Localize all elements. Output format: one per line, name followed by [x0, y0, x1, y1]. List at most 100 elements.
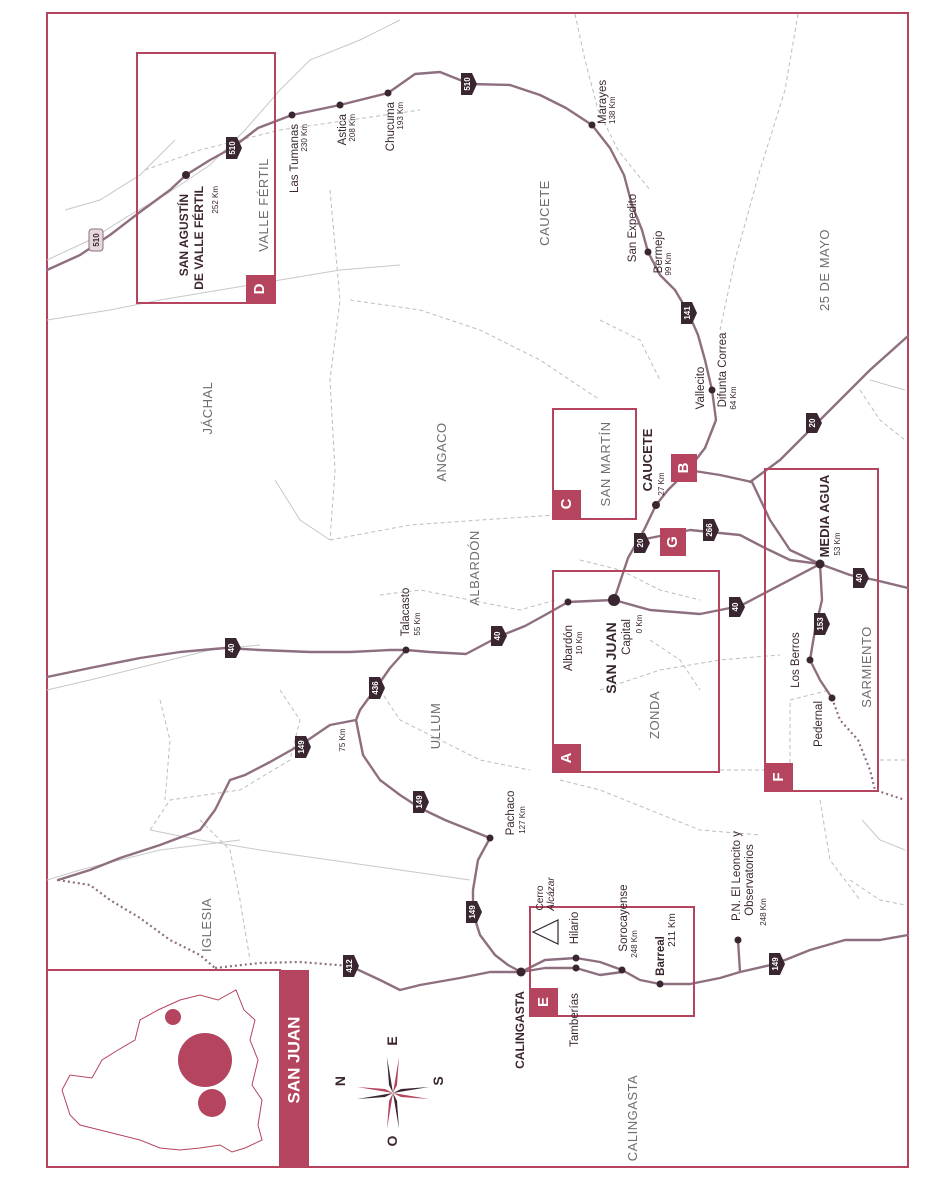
label-capital-km: 0 Km	[635, 614, 644, 633]
shield-510-a: 510	[226, 137, 242, 159]
zone-letter-d: D	[251, 283, 268, 294]
department-sarmiento: SARMIENTO	[859, 626, 874, 708]
svg-text:412: 412	[345, 959, 354, 973]
label-talacasto-km: 55 Km	[413, 612, 422, 635]
label-san-agustin-2: DE VALLE FÉRTIL	[191, 186, 206, 290]
label-caucete-km: 27 Km	[657, 472, 666, 495]
dot-talacasto	[402, 646, 410, 654]
department-angaco: ANGACO	[434, 422, 449, 481]
inset-map	[46, 969, 281, 1168]
svg-text:40: 40	[227, 643, 236, 652]
dot-los-berros	[806, 656, 814, 664]
label-leoncito-1: P.N. El Leoncito y	[731, 831, 743, 921]
shield-40-d: 40	[853, 568, 869, 588]
title-background	[280, 970, 309, 1167]
zone-tag-e	[530, 988, 558, 1016]
zone-box-e	[529, 906, 695, 1017]
label-difunta-correa: Difunta Correa	[717, 332, 729, 407]
department-albardon: ALBARDÓN	[467, 530, 482, 606]
label-calingasta-town: CALINGASTA	[513, 991, 527, 1069]
dot-barreal	[656, 980, 664, 988]
town-labels: SAN AGUSTÍN DE VALLE FÉRTIL 252 Km Las T…	[176, 80, 842, 1069]
label-sorocayense: Sorocayense	[618, 884, 630, 951]
shield-40-b: 40	[491, 626, 507, 646]
label-chucuma-km: 193 Km	[396, 102, 405, 130]
label-pedernal: Pedernal	[813, 701, 825, 747]
dot-las-tumanas	[288, 111, 296, 119]
department-valle-fertil: VALLE FÉRTIL	[256, 158, 271, 252]
inset-marker-small	[165, 1009, 181, 1025]
shield-40-c: 40	[729, 597, 745, 617]
zone-letter-c: C	[558, 498, 575, 509]
compass-e: E	[384, 1036, 400, 1045]
label-astica-km: 208 Km	[348, 114, 357, 142]
department-iglesia: IGLESIA	[199, 898, 214, 952]
department-caucete: CAUCETE	[537, 180, 552, 246]
svg-text:149: 149	[297, 740, 306, 754]
svg-text:141: 141	[683, 306, 692, 320]
dot-tamberias	[572, 964, 580, 972]
shield-149-a: 149	[295, 736, 311, 758]
label-bermejo-km: 99 Km	[664, 252, 673, 275]
dot-hilario	[572, 954, 580, 962]
label-leoncito-2: Observatorios	[744, 844, 756, 916]
svg-text:20: 20	[636, 538, 645, 547]
label-marayes: Marayes	[597, 80, 609, 124]
shield-149-c: 149	[466, 901, 482, 923]
zone-tag-b	[671, 454, 697, 482]
label-barreal-km: 211 Km	[667, 913, 678, 947]
shield-436: 436	[369, 677, 385, 699]
label-tamberias: Tamberías	[569, 993, 581, 1047]
label-pachaco-km: 127 Km	[518, 806, 527, 834]
label-astica: Astica	[337, 113, 349, 145]
compass-s: S	[430, 1076, 446, 1085]
department-ullum: ULLUM	[428, 703, 443, 750]
label-chucuma: Chucuma	[385, 101, 397, 151]
zone-letter-f: F	[770, 772, 787, 781]
svg-text:40: 40	[855, 573, 864, 582]
shield-412: 412	[343, 955, 359, 977]
shield-40-a: 40	[225, 638, 241, 658]
label-sorocayense-km: 248 Km	[630, 930, 639, 958]
dot-albardon	[564, 598, 572, 606]
other-boundaries	[46, 19, 906, 881]
zone-boxes	[136, 52, 879, 1017]
label-75km: 75 Km	[338, 728, 347, 751]
label-media-agua-km: 53 Km	[833, 532, 842, 555]
department-jachal: JÁCHAL	[200, 382, 215, 435]
dotted-roads	[57, 697, 906, 970]
svg-text:510: 510	[92, 233, 101, 247]
zone-tag-f	[765, 763, 793, 791]
svg-text:436: 436	[371, 681, 380, 695]
svg-text:149: 149	[415, 795, 424, 809]
svg-text:266: 266	[705, 523, 714, 537]
svg-text:149: 149	[468, 905, 477, 919]
label-capital: Capital	[621, 619, 633, 655]
zone-tag-a	[553, 744, 581, 772]
zone-letter-b: B	[675, 462, 692, 473]
shield-510-b: 510	[461, 73, 477, 95]
department-zonda: ZONDA	[647, 691, 662, 739]
zone-box-c	[552, 408, 637, 520]
label-albardon-km: 10 Km	[575, 631, 584, 654]
shield-510-gray: 510	[88, 228, 104, 252]
compass-rose: N E S O	[332, 1036, 446, 1146]
zone-box-d	[136, 52, 276, 304]
dot-leoncito	[734, 936, 742, 944]
label-hilario: Hilario	[569, 912, 581, 945]
dot-chucuma	[384, 89, 392, 97]
inset-marker-large	[178, 1033, 232, 1087]
zone-tag-c	[553, 490, 581, 518]
svg-text:40: 40	[731, 602, 740, 611]
shield-149-d: 149	[769, 953, 785, 975]
shield-266: 266	[703, 519, 719, 541]
dot-bermejo	[644, 248, 652, 256]
label-cerro-1: Cerro	[535, 885, 546, 910]
compass-o: O	[384, 1135, 400, 1146]
dot-marayes	[588, 121, 596, 129]
dot-media-agua	[815, 559, 825, 569]
label-caucete: CAUCETE	[640, 428, 655, 491]
route-shields: 510 510 510 141 20 20 266 40	[88, 73, 869, 977]
dot-astica	[336, 101, 344, 109]
zone-letter-a: A	[558, 752, 575, 763]
